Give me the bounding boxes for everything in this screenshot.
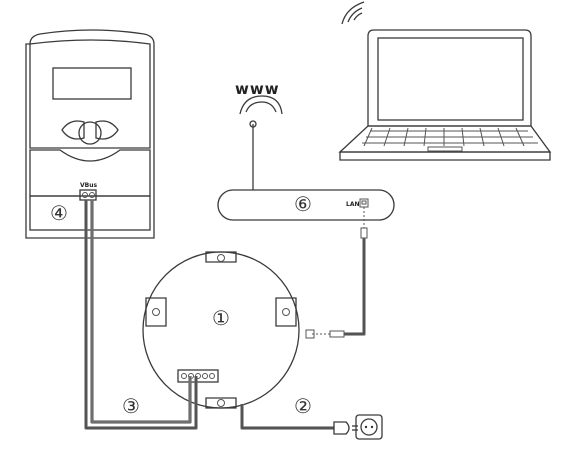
controller-left-button[interactable] [61, 120, 85, 140]
lan-cable [305, 207, 368, 339]
router-icon [217, 120, 395, 221]
datalogger-terminal [177, 369, 219, 383]
controller-center-button[interactable] [78, 121, 102, 145]
controller-display [52, 67, 132, 100]
wifi-icon [341, 1, 365, 25]
wall-socket-icon [355, 414, 383, 440]
vbus-label: VBus [80, 182, 97, 189]
router-antenna-waves [239, 95, 283, 115]
marker-router: ⑥ [294, 192, 312, 216]
marker-datalogger: ① [212, 306, 230, 330]
power-plug-icon [333, 421, 358, 435]
vbus-cable [84, 200, 198, 430]
datalogger-icon [142, 251, 300, 409]
marker-power: ② [294, 394, 312, 418]
controller-icon [25, 29, 155, 239]
laptop-touchpad [427, 146, 463, 152]
vbus-terminal [79, 189, 97, 201]
marker-vbus-cable: ③ [122, 394, 140, 418]
laptop-keyboard [362, 127, 538, 147]
lan-port-icon [359, 198, 369, 208]
power-cable [240, 404, 334, 430]
controller-right-button[interactable] [95, 120, 119, 140]
www-label: www [235, 80, 280, 98]
laptop-screen [377, 37, 524, 121]
marker-controller: ④ [50, 201, 68, 225]
lan-label: LAN [346, 201, 360, 208]
laptop-icon [338, 29, 552, 161]
